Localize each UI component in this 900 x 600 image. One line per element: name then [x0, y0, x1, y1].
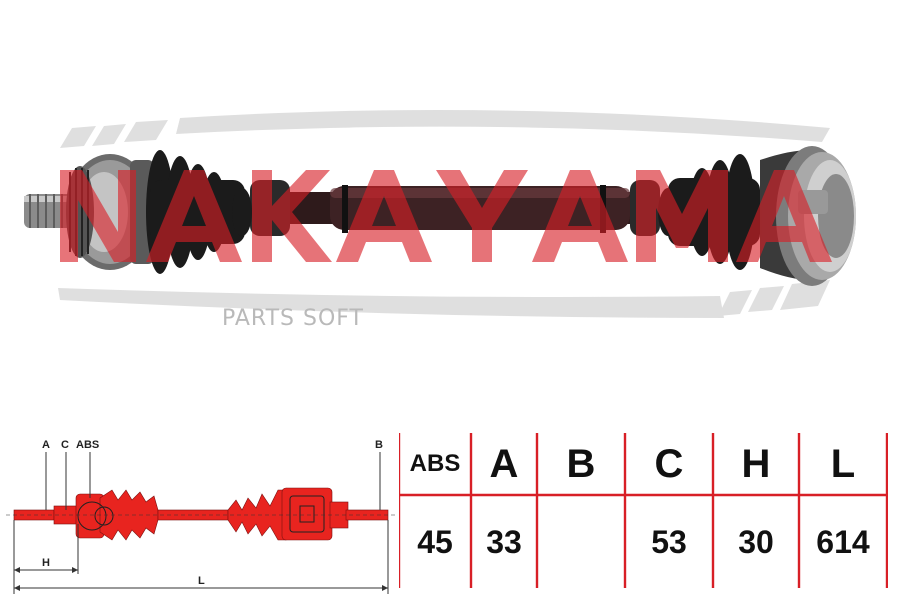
brand-watermark-logo: [60, 170, 832, 262]
value-abs: 45: [417, 524, 453, 560]
spec-table-grid: [399, 433, 888, 588]
diagram-label-l: L: [198, 575, 205, 587]
diagram-label-b: B: [375, 439, 383, 451]
diagram-label-a: A: [42, 439, 50, 451]
spec-table: ABS A B C H L 45 33 53 30 614: [399, 433, 888, 588]
value-a: 33: [486, 524, 522, 560]
dimension-diagram: A C ABS B H L: [6, 439, 396, 594]
header-a: A: [489, 441, 519, 486]
watermark-text: PARTS SOFT: [222, 306, 364, 331]
product-photo: [24, 110, 856, 318]
diagram-label-abs: ABS: [76, 439, 99, 451]
dimension-lines: [13, 452, 389, 594]
header-h: H: [741, 441, 771, 486]
diagram-label-h: H: [42, 557, 50, 569]
watermark-swoosh: [58, 110, 830, 318]
header-b: B: [566, 441, 596, 486]
diagram-shaft: [13, 487, 389, 541]
diagram-cv-detail: [77, 495, 325, 533]
value-l: 614: [816, 524, 870, 560]
header-c: C: [654, 441, 684, 486]
dimension-arrows: [14, 567, 388, 591]
header-l: L: [830, 441, 856, 486]
value-h: 30: [738, 524, 774, 560]
diagram-label-c: C: [61, 439, 69, 451]
value-c: 53: [651, 524, 687, 560]
value-b: [539, 497, 623, 588]
header-abs: ABS: [409, 450, 461, 477]
